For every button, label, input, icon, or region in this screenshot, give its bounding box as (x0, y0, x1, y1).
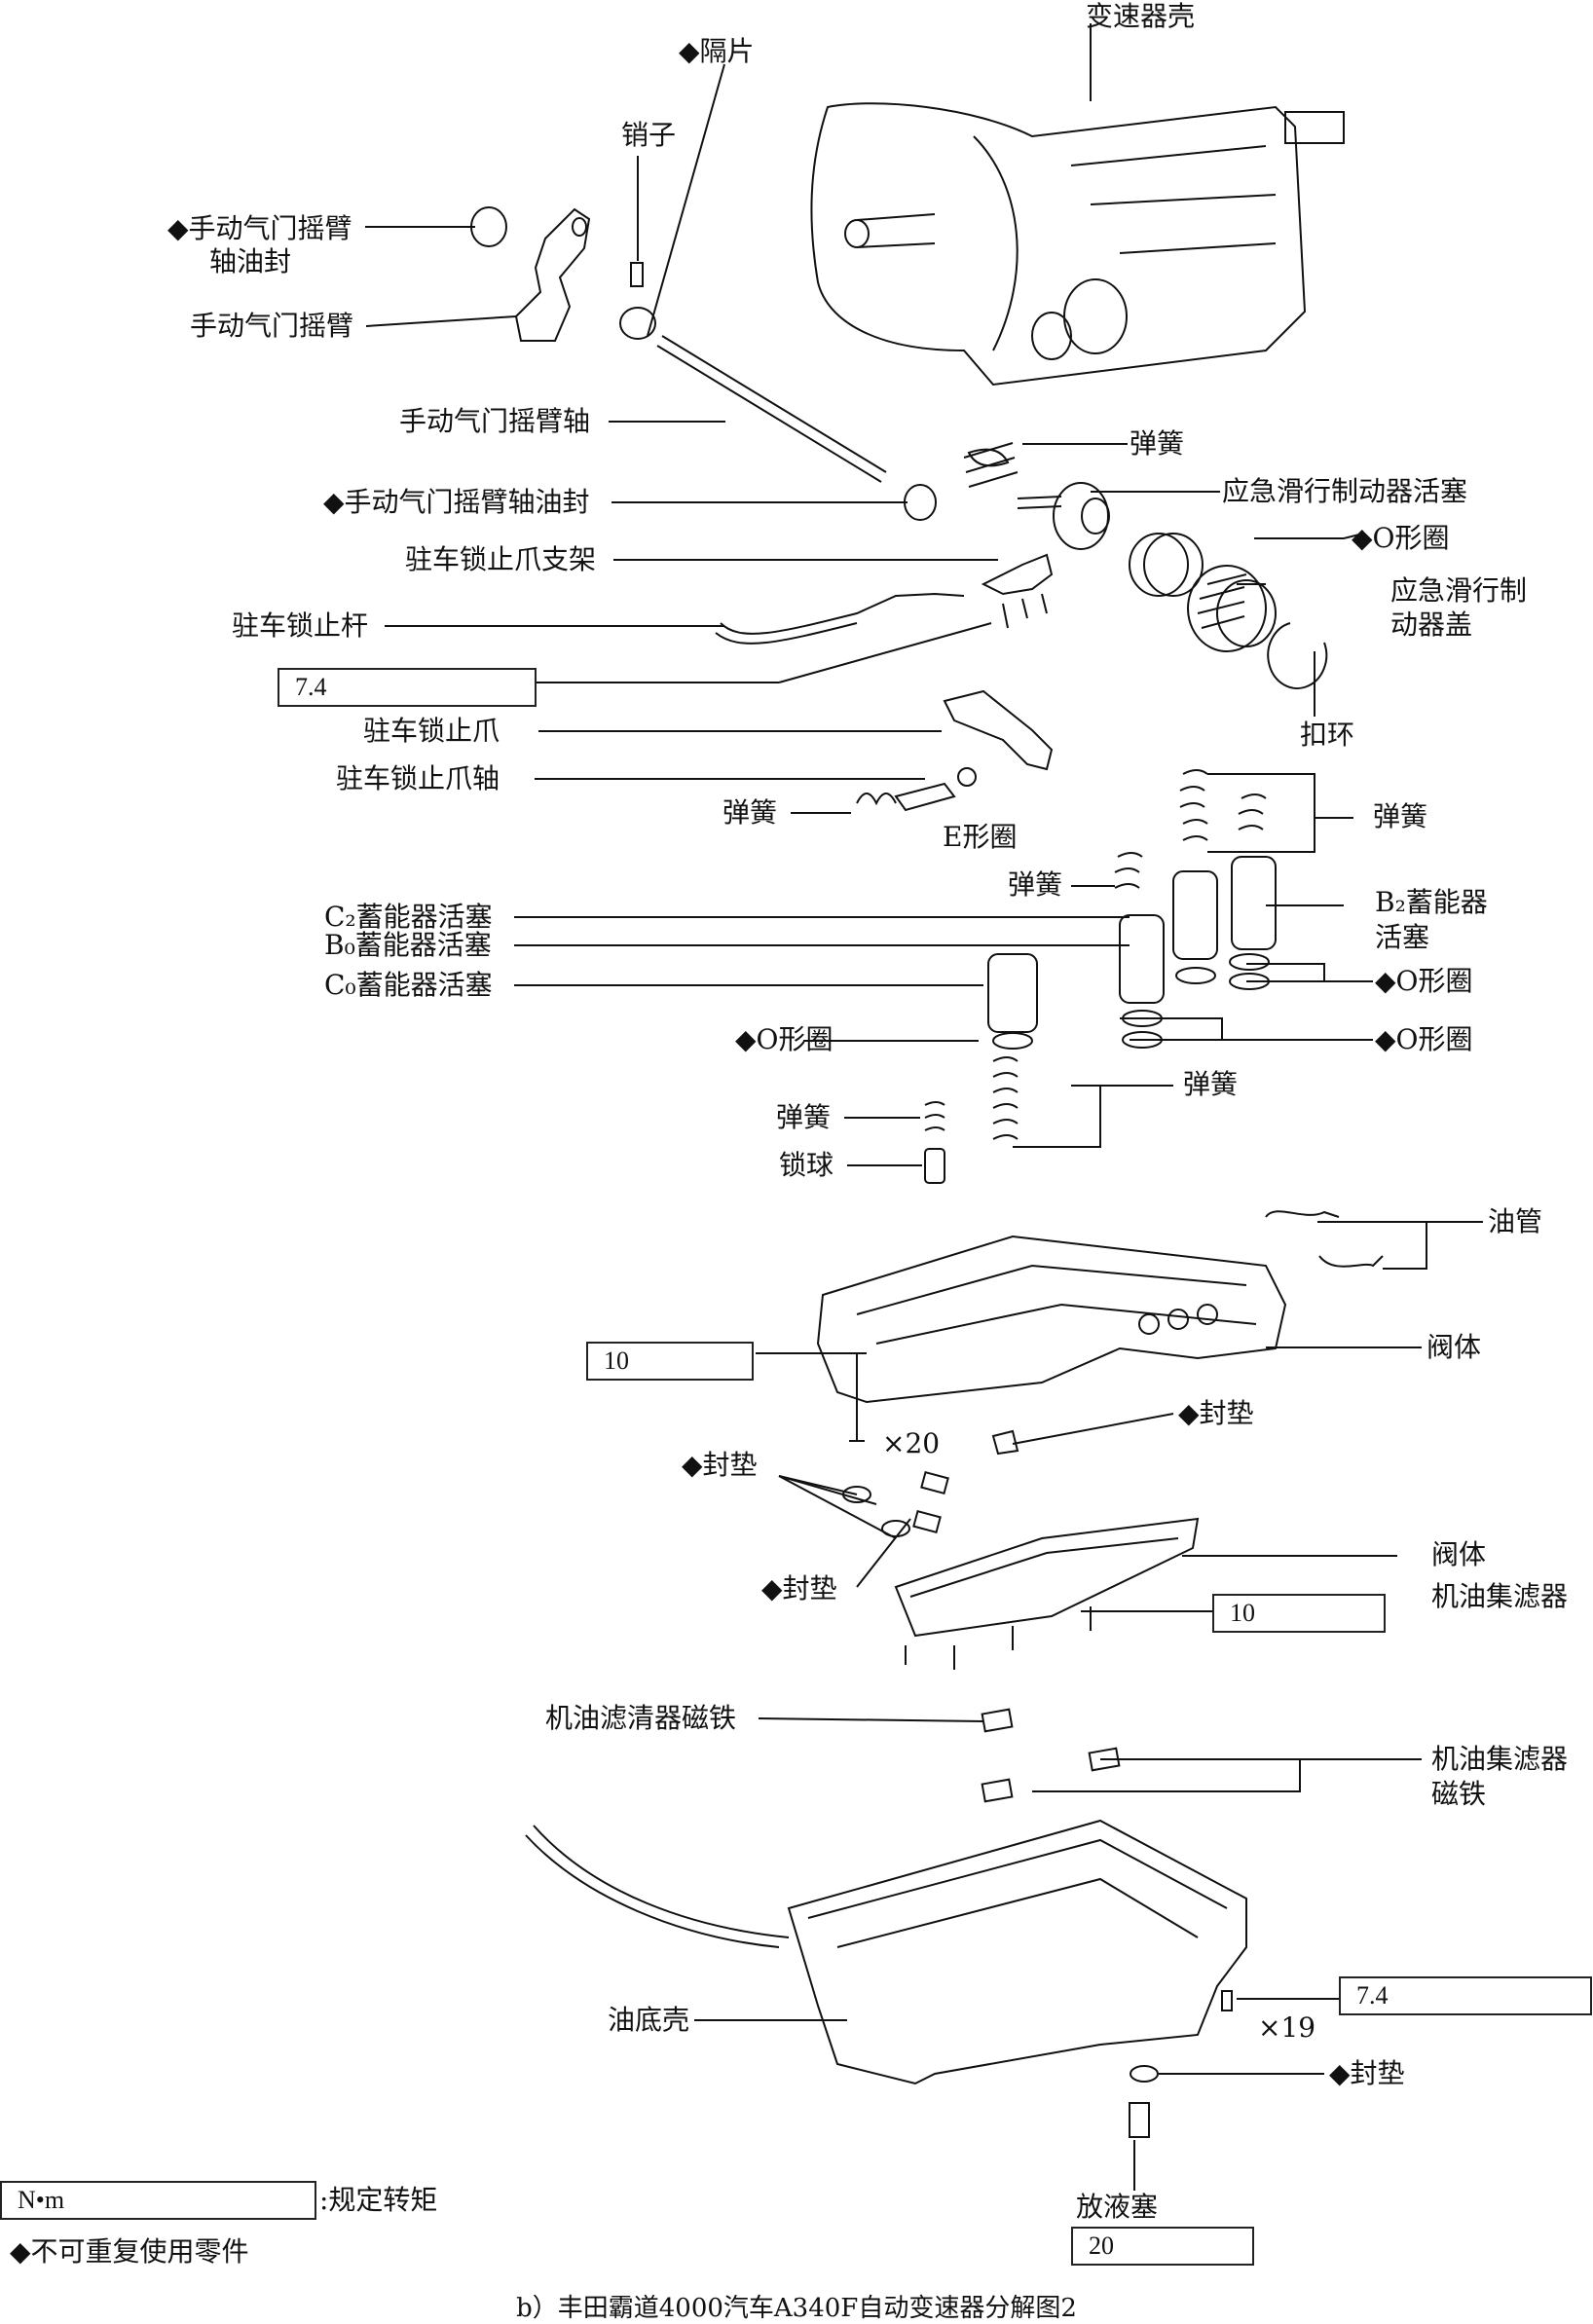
torque-box-oil-pan: 7.4 (1339, 1976, 1592, 2015)
parking-bracket-label: 驻车锁止爪支架 (405, 543, 597, 575)
legend-torque-label: :规定转矩 (319, 2184, 438, 2216)
gasket-d-label: ◆封垫 (1329, 2057, 1405, 2089)
e-ring-label: E形圈 (943, 821, 1018, 853)
gasket-c-label: ◆封垫 (761, 1572, 837, 1605)
manual-shaft-label: 手动气门摇臂轴 (399, 405, 591, 437)
legend-torque-unit-box: N•m (0, 2181, 316, 2220)
brake-cover-label: 应急滑行制 (1390, 574, 1528, 607)
parking-pawl-label: 驻车锁止爪 (363, 715, 500, 747)
torque-box-valve-body: 10 (586, 1342, 754, 1381)
torque-box-drain-plug: 20 (1071, 2227, 1254, 2266)
spring-mid-label: 弹簧 (1008, 868, 1063, 901)
legend-nonreusable-label: ◆不可重复使用零件 (10, 2235, 249, 2268)
lever-oil-seal-label-2: 轴油封 (209, 245, 292, 277)
gasket-a-label: ◆封垫 (1178, 1397, 1254, 1429)
c2-piston-label: C₂蓄能器活塞 (324, 901, 493, 933)
torque-box-bracket: 7.4 (278, 668, 537, 707)
c0-piston-label: C₀蓄能器活塞 (324, 969, 493, 1001)
gasket-b-label: ◆封垫 (682, 1449, 758, 1481)
oring-right-2-label: ◆O形圈 (1375, 1023, 1473, 1055)
manual-lever-label: 手动气门摇臂 (190, 310, 354, 342)
strainer-label-2: 机油集滤器 (1431, 1580, 1569, 1612)
drain-plug-label: 放液塞 (1076, 2191, 1159, 2223)
oring-top-label: ◆O形圈 (1352, 522, 1450, 554)
brake-piston-label: 应急滑行制动器活塞 (1222, 475, 1468, 507)
spring-lower-right-label: 弹簧 (1183, 1068, 1239, 1100)
strainer-label: 阀体 (1431, 1538, 1487, 1570)
spring-right-label: 弹簧 (1373, 800, 1428, 832)
bolt-count-20: ×20 (882, 1427, 941, 1459)
brake-cover-label-2: 动器盖 (1390, 609, 1473, 641)
oring-left-label: ◆O形圈 (735, 1023, 834, 1055)
spring-pawl-label: 弹簧 (722, 796, 778, 829)
lever-oil-seal-label: ◆手动气门摇臂 (167, 212, 352, 244)
b0-piston-label: B₀蓄能器活塞 (324, 929, 492, 961)
shaft-oil-seal-label: ◆手动气门摇臂轴油封 (323, 486, 590, 518)
b2-piston-label: B₂蓄能器 (1375, 886, 1488, 918)
transmission-housing-label: 变速器壳 (1086, 0, 1196, 32)
bolt-count-19: ×19 (1258, 2011, 1316, 2044)
strainer-magnet-label: 机油集滤器 (1431, 1743, 1569, 1775)
pin-label: 销子 (621, 119, 677, 151)
b2-piston-label-2: 活塞 (1375, 921, 1430, 953)
filter-magnet-label: 机油滤清器磁铁 (545, 1702, 737, 1734)
oil-pipe-label: 油管 (1488, 1205, 1543, 1237)
snap-ring-label: 扣环 (1300, 719, 1355, 751)
spring-lower-left-label: 弹簧 (776, 1101, 832, 1133)
oil-pan-label: 油底壳 (608, 2004, 690, 2036)
oring-right-1-label: ◆O形圈 (1375, 965, 1473, 997)
strainer-magnet-label-2: 磁铁 (1431, 1778, 1487, 1810)
spacer-label: ◆隔片 (679, 35, 755, 67)
parking-rod-label: 驻车锁止杆 (232, 609, 369, 642)
lock-ball-label: 锁球 (779, 1149, 834, 1181)
torque-box-strainer: 10 (1212, 1594, 1386, 1633)
pawl-shaft-label: 驻车锁止爪轴 (336, 762, 500, 794)
figure-caption: b）丰田霸道4000汽车A340F自动变速器分解图2 (516, 2294, 1077, 2323)
spring-top-label: 弹簧 (1130, 427, 1185, 460)
valve-body-label: 阀体 (1426, 1331, 1482, 1363)
